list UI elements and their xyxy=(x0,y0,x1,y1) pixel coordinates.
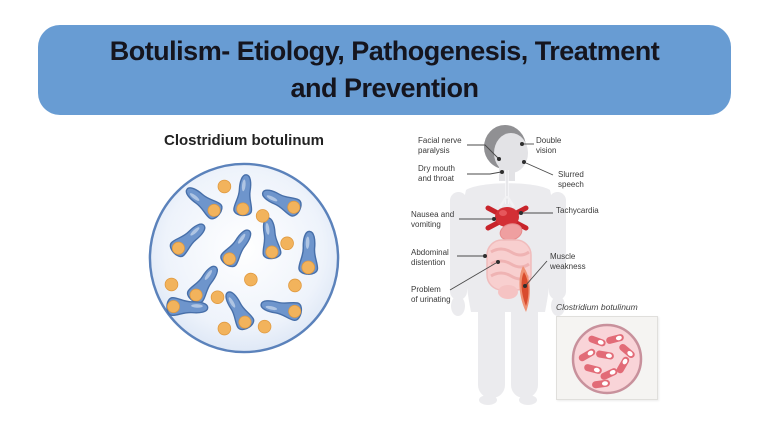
left-foot xyxy=(479,395,497,405)
bacteria-figure xyxy=(146,160,342,356)
bacteria-figure-caption: Clostridium botulinum xyxy=(164,132,324,149)
bacteria-circle-illustration xyxy=(148,162,340,354)
dot-slurred xyxy=(522,160,526,164)
spore-icon xyxy=(280,236,294,251)
label-abdominal-distention: Abdominal distention xyxy=(411,248,449,267)
connector-dry-mouth xyxy=(467,171,502,175)
label-muscle-weakness: Muscle weakness xyxy=(550,252,586,271)
dot-tachycardia xyxy=(519,211,523,215)
right-hand xyxy=(551,296,565,316)
dot-dry-mouth xyxy=(500,170,504,174)
connector-facial xyxy=(467,144,499,159)
connector-slurred xyxy=(525,162,554,176)
connector-muscle xyxy=(525,260,548,286)
inset-caption: Clostridium botulinum xyxy=(556,302,638,312)
muscle-core xyxy=(521,272,529,306)
spore-icon xyxy=(217,321,232,336)
bronchi-icon xyxy=(498,195,516,208)
spore-icon xyxy=(164,277,179,292)
inset-box xyxy=(556,316,658,400)
label-double-vision: Double vision xyxy=(536,136,562,155)
right-foot xyxy=(519,395,537,405)
spore-icon xyxy=(217,179,232,194)
inset-bacteria-illustration xyxy=(571,323,643,395)
spore-icon xyxy=(288,278,302,293)
spore-icon xyxy=(257,319,272,334)
label-facial-nerve-paralysis: Facial nerve paralysis xyxy=(418,136,462,155)
left-leg xyxy=(478,298,505,398)
left-hand xyxy=(451,296,465,316)
body-diagram: Facial nerve paralysis Dry mouth and thr… xyxy=(390,120,660,420)
label-slurred-speech: Slurred speech xyxy=(558,170,584,189)
page-title-line1: Botulism- Etiology, Pathogenesis, Treatm… xyxy=(109,36,660,66)
label-tachycardia: Tachycardia xyxy=(556,206,599,215)
free-spores xyxy=(164,179,302,336)
human-figure-illustration xyxy=(449,125,566,405)
spore-icon xyxy=(210,290,225,304)
organs xyxy=(485,170,532,312)
bladder-icon xyxy=(498,285,518,299)
dot-urinating xyxy=(496,260,500,264)
pointer-dots xyxy=(483,142,527,288)
label-nausea-vomiting: Nausea and vomiting xyxy=(411,210,455,229)
right-leg xyxy=(511,298,538,398)
dot-nausea xyxy=(492,217,496,221)
connector-lines xyxy=(449,143,554,291)
page-title-line2: and Prevention xyxy=(290,73,479,103)
title-banner: Botulism- Etiology, Pathogenesis, Treatm… xyxy=(38,25,731,115)
heart-highlight xyxy=(499,210,507,216)
spore-icon xyxy=(244,272,258,287)
label-problem-urinating: Problem of urinating xyxy=(411,285,451,304)
connector-urinating xyxy=(449,262,497,291)
dot-muscle xyxy=(523,284,527,288)
dot-abdominal xyxy=(483,254,487,258)
head-icon xyxy=(494,133,528,173)
dot-facial xyxy=(497,157,501,161)
label-dry-mouth-throat: Dry mouth and throat xyxy=(418,164,455,183)
dot-double-vision xyxy=(520,142,524,146)
spore-icon xyxy=(255,209,270,223)
